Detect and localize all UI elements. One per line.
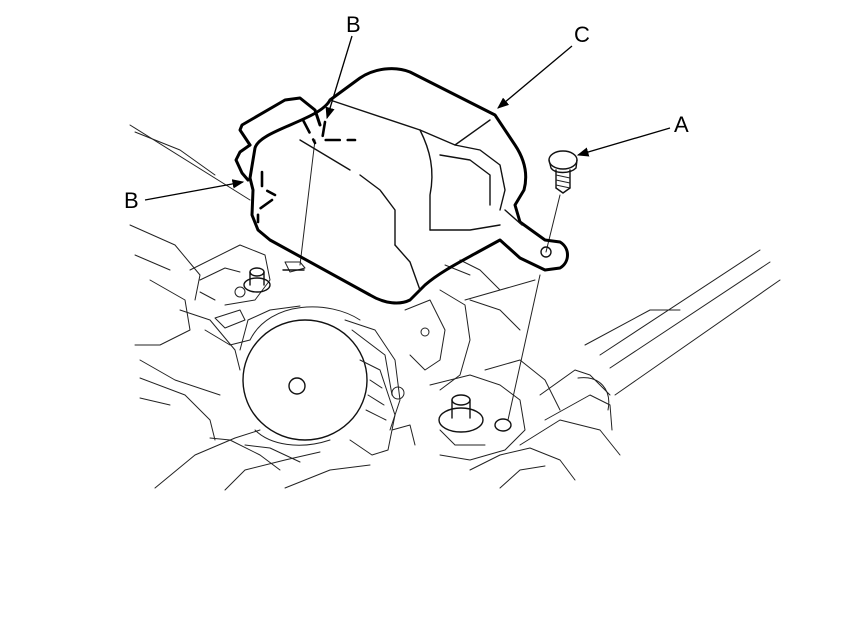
label-c: C xyxy=(574,22,590,47)
leader-a xyxy=(576,127,671,157)
cover-c xyxy=(234,67,569,305)
alignment-lines xyxy=(299,139,561,421)
bolt-a xyxy=(548,150,578,194)
label-b-top: B xyxy=(346,12,361,37)
callout-labels: B B C A xyxy=(124,12,689,213)
leader-b-left xyxy=(144,179,245,201)
label-b-left: B xyxy=(124,188,139,213)
label-a: A xyxy=(674,112,689,137)
engine-background xyxy=(129,124,781,491)
leader-b-top xyxy=(325,35,353,120)
callout-leaders xyxy=(144,35,671,201)
leader-c xyxy=(497,45,573,109)
